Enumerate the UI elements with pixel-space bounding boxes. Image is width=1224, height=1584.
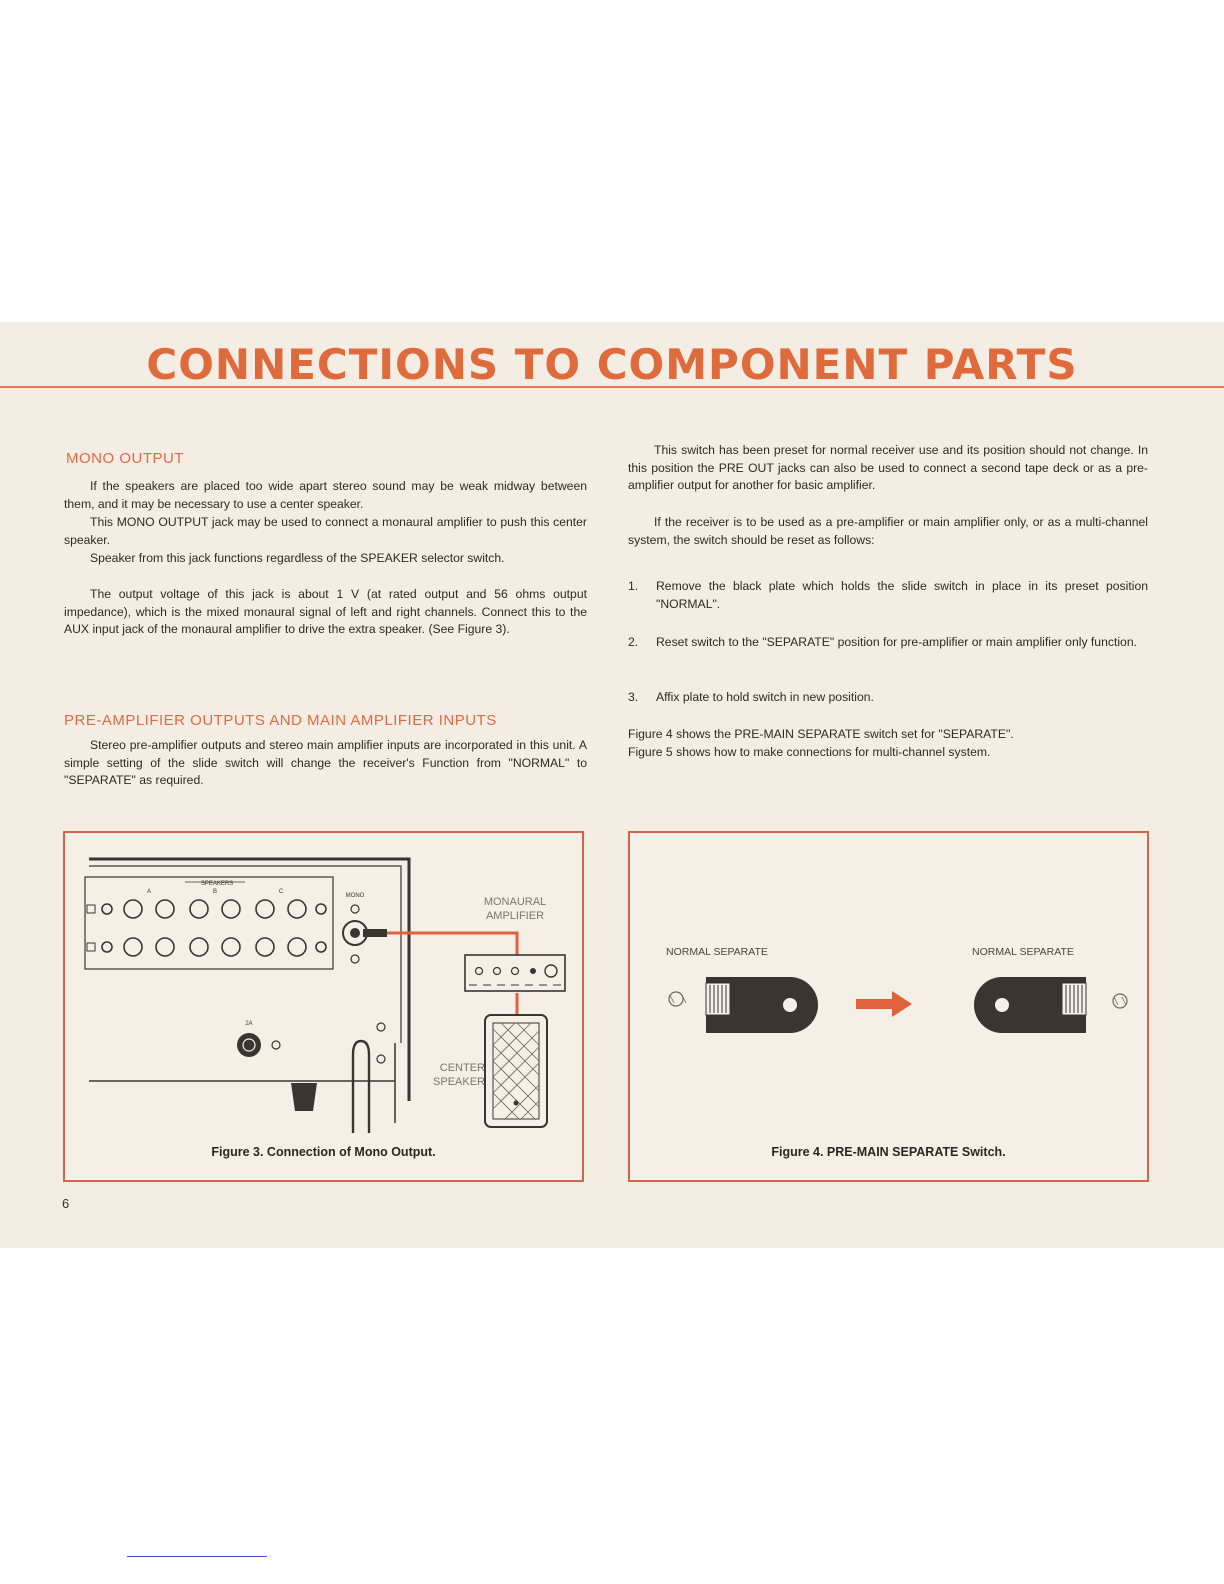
speaker-a-label: A: [147, 889, 151, 895]
step-3: 3. Affix plate to hold switch in new pos…: [628, 689, 874, 707]
figure-3-box: SPEAKERS A B C MONO: [63, 831, 584, 1182]
speakers-label: SPEAKERS: [201, 881, 233, 887]
figure-note-2: Figure 5 shows how to make connections f…: [628, 745, 991, 759]
page-title: CONNECTIONS TO COMPONENT PARTS: [146, 340, 1078, 389]
mono-output-heading: MONO OUTPUT: [66, 450, 184, 467]
step-number: 2.: [628, 635, 639, 649]
speaker-label-1: CENTER: [440, 1062, 485, 1074]
step-text: Remove the black plate which holds the s…: [656, 579, 1148, 611]
left-channel-marker: [86, 904, 96, 914]
pre-amplifier-para: Stereo pre-amplifier outputs and stereo …: [64, 738, 587, 788]
page-number: 6: [62, 1196, 70, 1211]
mono-para-1: If the speakers are placed too wide apar…: [64, 479, 587, 511]
title-rule: [0, 386, 1224, 388]
figure-4-caption: Figure 4. PRE-MAIN SEPARATE Switch.: [771, 1145, 1006, 1159]
mono-para-4: The output voltage of this jack is about…: [64, 587, 587, 637]
mono-cable: [387, 931, 519, 955]
amp-label-2: AMPLIFIER: [486, 910, 544, 922]
mono-label: MONO: [346, 893, 365, 899]
center-speaker: [484, 1014, 548, 1128]
arrow-icon: [856, 991, 912, 1017]
power-cord: [351, 1039, 371, 1133]
step-1: 1. Remove the black plate which holds th…: [628, 578, 1148, 611]
step-number: 3.: [628, 690, 639, 704]
speaker-b-label: B: [213, 889, 217, 895]
switch-normal-label: NORMAL SEPARATE: [666, 946, 768, 958]
manual-page: CONNECTIONS TO COMPONENT PARTS MONO OUTP…: [0, 322, 1224, 1248]
step-2: 2. Reset switch to the "SEPARATE" positi…: [628, 634, 1137, 652]
fuse-label: 2A: [245, 1021, 252, 1027]
switch-reset-para: If the receiver is to be used as a pre-a…: [628, 515, 1148, 547]
step-text: Reset switch to the "SEPARATE" position …: [656, 635, 1137, 649]
mono-para-3: Speaker from this jack functions regardl…: [90, 551, 505, 565]
fuse-holder: [237, 1033, 261, 1057]
switch-intro-para: This switch has been preset for normal r…: [628, 443, 1148, 493]
mono-output-diagram: SPEAKERS A B C MONO: [84, 857, 566, 1133]
footer-rule: [127, 1556, 267, 1557]
speaker-c-label: C: [279, 889, 284, 895]
pre-amplifier-heading: PRE-AMPLIFIER OUTPUTS AND MAIN AMPLIFIER…: [64, 712, 497, 729]
figure-4-box: NORMAL SEPARATE NORMAL SEPARATE: [628, 831, 1149, 1182]
step-number: 1.: [628, 579, 639, 593]
figure-3-caption: Figure 3. Connection of Mono Output.: [211, 1145, 436, 1159]
mono-para-2: This MONO OUTPUT jack may be used to con…: [64, 515, 587, 547]
switch-separate-label: NORMAL SEPARATE: [972, 946, 1074, 958]
speaker-terminals-top: [101, 899, 327, 919]
mono-plug: [363, 929, 387, 937]
step-text: Affix plate to hold switch in new positi…: [656, 690, 874, 704]
amp-label-1: MONAURAL: [484, 896, 546, 908]
speaker-label-2: SPEAKER: [433, 1076, 485, 1088]
switch-plate-separate: [974, 977, 1128, 1033]
monaural-amplifier: [464, 954, 566, 992]
switch-plate-normal: [668, 977, 818, 1033]
cabinet-foot: [291, 1083, 317, 1111]
separate-switch-diagram: NORMAL SEPARATE NORMAL SEPARATE: [666, 946, 1128, 1033]
right-channel-marker: [86, 942, 96, 952]
speaker-terminals-bottom: [101, 937, 327, 957]
figure-note-1: Figure 4 shows the PRE-MAIN SEPARATE swi…: [628, 727, 1014, 741]
